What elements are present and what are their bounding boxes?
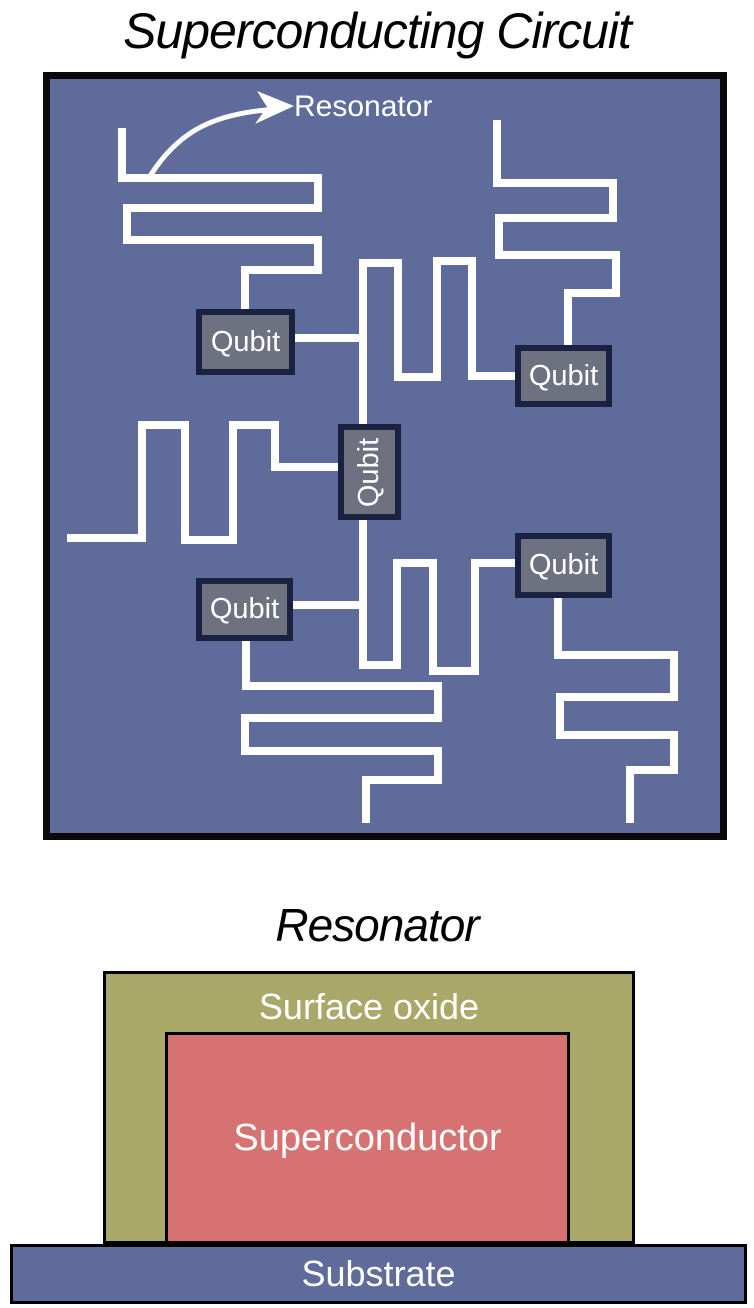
qubit-box-top-right: Qubit — [515, 345, 612, 407]
circuit-title: Superconducting Circuit — [123, 3, 632, 59]
resonator-trace-center-top — [359, 257, 518, 427]
resonator-trace-left — [67, 421, 341, 544]
qubit-box-bottom-left: Qubit — [196, 578, 293, 641]
layer-superconductor: Superconductor — [165, 1032, 570, 1244]
qubit-label: Qubit — [353, 437, 386, 507]
qubit-label: Qubit — [210, 325, 281, 358]
qubit-box-bottom-right: Qubit — [515, 533, 612, 598]
resonator-arrowhead-icon — [255, 91, 294, 124]
resonator-arrow — [147, 107, 269, 179]
layer-substrate: Substrate — [10, 1244, 747, 1304]
resonator-trace-top-right — [493, 120, 620, 348]
qubit-box-center: Qubit — [338, 424, 401, 520]
qubit-label: Qubit — [528, 549, 599, 581]
surface-oxide-label: Surface oxide — [258, 986, 480, 1027]
resonator-trace-bottom-right — [554, 595, 678, 823]
cross-section-title: Resonator — [275, 899, 479, 951]
resonator-trace-top-left — [118, 128, 322, 312]
superconductor-label: Superconductor — [233, 1116, 502, 1159]
qubit-box-top-left: Qubit — [196, 309, 295, 375]
resonator-trace-center-bottom — [359, 517, 518, 675]
resonator-annotation-label: Resonator — [294, 90, 433, 123]
substrate-label: Substrate — [301, 1253, 456, 1294]
qubit-label: Qubit — [209, 593, 280, 625]
resonator-trace-bottom-left — [241, 638, 442, 823]
qubit-label: Qubit — [528, 359, 599, 392]
